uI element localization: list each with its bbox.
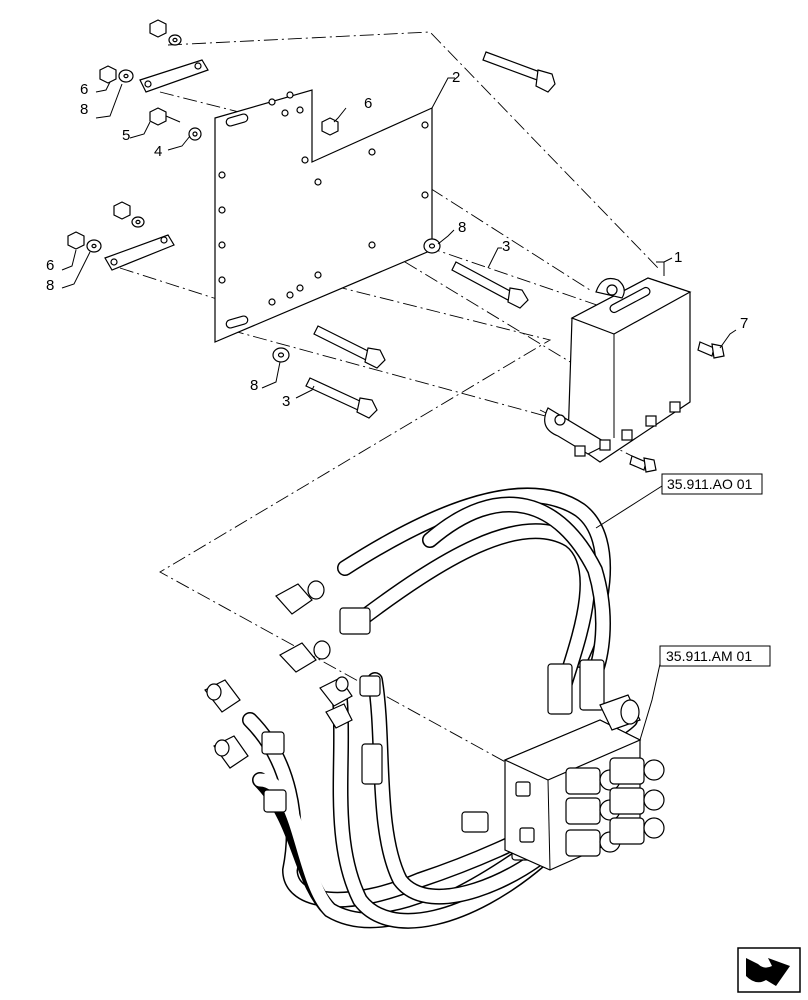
callout-labels: 1 2 3 3 4 5 6 6 6 7 8 8 8 8 — [46, 69, 748, 410]
callout-6-plate: 6 — [364, 95, 372, 112]
callout-7: 7 — [740, 315, 748, 332]
hydraulic-hoses — [242, 487, 638, 929]
hose-fittings — [204, 580, 605, 861]
valve-block — [503, 694, 665, 871]
bolts — [149, 51, 725, 473]
callout-4: 4 — [154, 143, 162, 160]
callout-8-top: 8 — [80, 101, 88, 118]
reference-am-label[interactable]: 35.911.AM 01 — [666, 648, 752, 664]
callout-8-bottom: 8 — [250, 377, 258, 394]
reference-ao-label[interactable]: 35.911.AO 01 — [667, 476, 753, 492]
callout-6-lower: 6 — [46, 257, 54, 274]
callout-8-washer: 8 — [458, 219, 466, 236]
reference-am-box[interactable]: 35.911.AM 01 — [659, 645, 771, 667]
nuts-and-washers — [67, 19, 441, 363]
callout-6-top: 6 — [80, 81, 88, 98]
lower-strap — [104, 234, 175, 271]
callout-3-lower: 3 — [282, 393, 290, 410]
controller-module — [544, 277, 692, 463]
callout-leaders — [61, 77, 737, 741]
callout-1: 1 — [674, 249, 682, 266]
next-page-arrow-icon[interactable] — [737, 947, 801, 993]
callout-2: 2 — [452, 69, 460, 86]
callout-3-upper: 3 — [502, 238, 510, 255]
upper-strap — [139, 59, 209, 93]
callout-8-lower: 8 — [46, 277, 54, 294]
reference-ao-box[interactable]: 35.911.AO 01 — [661, 473, 763, 495]
callout-5: 5 — [122, 127, 130, 144]
